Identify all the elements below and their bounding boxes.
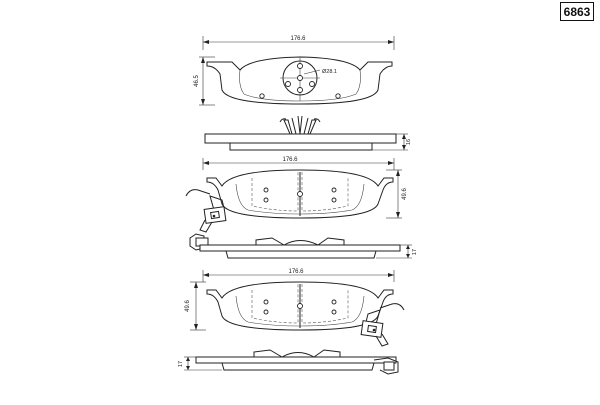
rivet-hole: [263, 309, 269, 315]
rivet-hole: [331, 309, 337, 315]
side-view-middle: 17: [189, 233, 418, 259]
pad-outline: [206, 281, 394, 331]
rivet-hole: [331, 197, 337, 203]
friction-material-side: [229, 142, 373, 151]
hub-hole: [297, 87, 303, 93]
hub-hole: [297, 75, 303, 81]
rivet-hole: [263, 299, 269, 305]
hub-hole: [309, 81, 315, 87]
center-hole: [297, 303, 303, 309]
backing-plate-side: [199, 244, 401, 252]
hole-diameter-label: Ø28.1: [322, 69, 337, 75]
pad-view-bottom: 176.6 49.6: [185, 269, 405, 347]
width-dimension-label: 176.6: [290, 36, 306, 42]
hub-hole: [285, 81, 291, 87]
backing-plate-side: [204, 133, 397, 144]
part-number-box: 6863: [560, 2, 594, 21]
width-dimension-label: 176.6: [282, 157, 298, 163]
backing-plate-outline: [206, 56, 393, 105]
backing-plate-side: [195, 356, 397, 364]
rivet-hole: [263, 187, 269, 193]
rivet-hole: [259, 93, 265, 99]
thickness-label: 17: [412, 249, 418, 255]
height-dimension-label: 49.6: [402, 188, 408, 200]
pad-outline: [206, 169, 394, 219]
height-dimension-label: 46.5: [194, 75, 200, 87]
center-hole: [297, 191, 303, 197]
wear-sensor: [185, 189, 227, 233]
rivet-hole: [331, 299, 337, 305]
side-view-top: 16: [204, 115, 412, 151]
rivet-hole: [335, 93, 341, 99]
hub-hole: [297, 63, 303, 69]
width-dimension-label: 176.6: [288, 269, 304, 275]
rivet-hole: [263, 197, 269, 203]
rivet-hole: [331, 187, 337, 193]
thickness-label: 16: [406, 139, 412, 145]
pad-view-middle: 176.6 49.6: [185, 157, 408, 233]
backing-plate-view: 176.6 46.5 Ø28.1: [194, 36, 395, 106]
height-dimension-label: 49.6: [185, 300, 191, 312]
wear-sensor: [360, 303, 405, 347]
side-view-bottom: 17: [178, 349, 399, 375]
thickness-label: 17: [178, 361, 184, 367]
